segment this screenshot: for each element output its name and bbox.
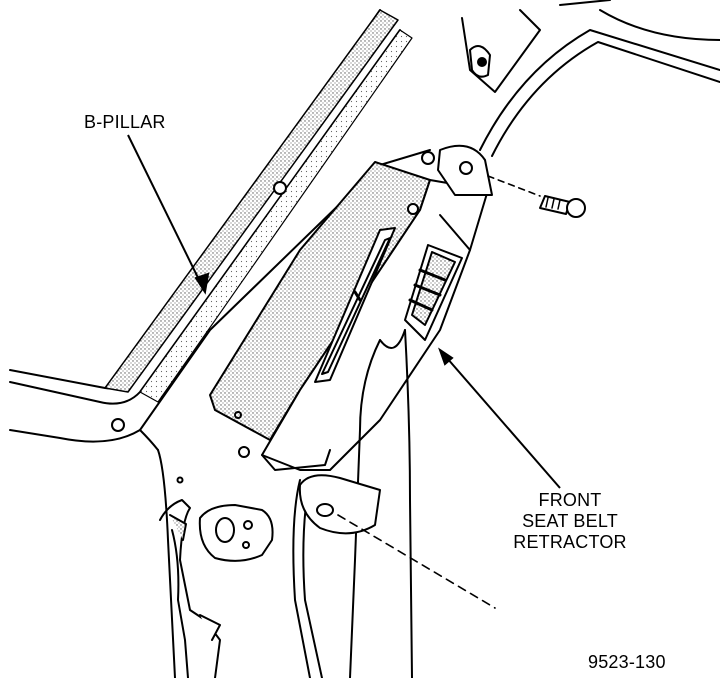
- mounting-bolt: [539, 195, 586, 218]
- figure-number: 9523-130: [588, 652, 666, 672]
- door-striker: [198, 504, 274, 562]
- seat-belt-webbing: [292, 329, 413, 678]
- bolt-alignment-line: [487, 175, 541, 197]
- retractor-label-line-1: FRONT: [538, 490, 602, 510]
- upper-trim-bracket: [461, 9, 541, 93]
- lower-anchor-plate: [298, 474, 381, 535]
- b-pillar-leader: [127, 134, 206, 293]
- frame-fastener-upper: [273, 181, 287, 195]
- b-pillar-panel: [139, 149, 431, 678]
- wire-harness: [159, 499, 221, 678]
- b-pillar-seal-band: [139, 29, 413, 403]
- retractor-label: FRONT SEAT BELT RETRACTOR: [500, 490, 640, 553]
- retractor-label-line-2: SEAT BELT: [522, 511, 618, 531]
- lower-alignment-line: [337, 514, 496, 609]
- retractor-arrowhead: [438, 347, 454, 366]
- weatherstrip-band: [104, 9, 399, 393]
- upper-anchor-plate: [421, 144, 493, 196]
- frame-fastener-lower: [111, 418, 125, 432]
- retractor-label-line-3: RETRACTOR: [513, 532, 627, 552]
- roof-rail: [479, 0, 720, 157]
- plate-screw: [234, 411, 242, 419]
- b-pillar-label: B-PILLAR: [84, 112, 166, 132]
- b-pillar-arrowhead: [194, 272, 210, 295]
- trim-screw: [238, 446, 250, 458]
- housing-rivet: [407, 203, 419, 215]
- retractor-leader: [439, 349, 561, 489]
- pillar-dot: [176, 476, 184, 484]
- retractor-spool: [404, 244, 463, 341]
